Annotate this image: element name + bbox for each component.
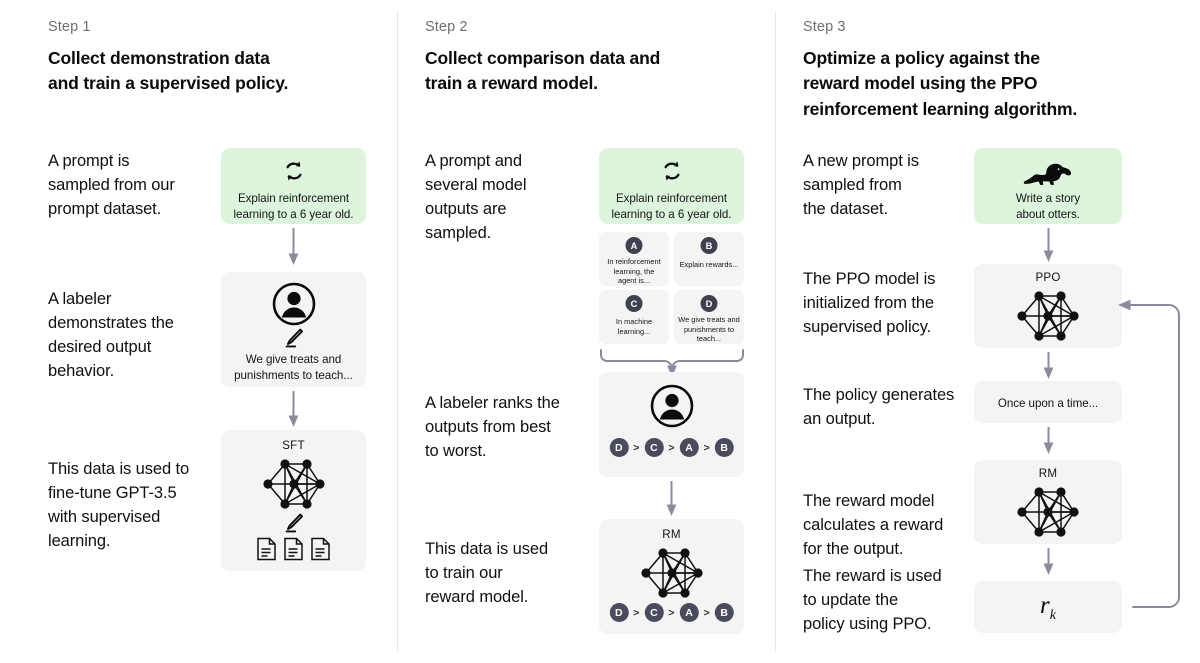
pencil-icon <box>283 512 305 534</box>
neural-net-icon <box>636 545 708 601</box>
documents-icon <box>255 536 333 562</box>
step-2-desc-2: A labeler ranks the outputs from best to… <box>425 394 560 460</box>
rank-gt: > <box>703 606 710 619</box>
option-text-d: We give treats and punishments to teach.… <box>678 315 740 344</box>
reward-subscript: k <box>1049 608 1056 623</box>
merge-brace-arrow-icon <box>599 346 745 378</box>
rank-gt: > <box>703 441 710 454</box>
column-divider-1 <box>397 12 398 651</box>
arrow-down-icon <box>287 228 300 266</box>
refresh-icon <box>282 159 306 183</box>
rank-gt: > <box>633 606 640 619</box>
step-1-title: Collect demonstration data and train a s… <box>48 48 289 94</box>
step-2-column: Step 2 Collect comparison data and train… <box>397 0 775 663</box>
neural-net-icon <box>1012 484 1084 540</box>
arrow-down-icon <box>1042 228 1055 263</box>
arrow-down-icon <box>1042 352 1055 380</box>
arrow-down-icon <box>287 391 300 428</box>
step-3-desc-1: A new prompt is sampled from the dataset… <box>803 152 919 218</box>
step-3-desc-4: The reward model calculates a reward for… <box>803 466 988 562</box>
rank-item-4: B <box>714 603 734 622</box>
rank-item-3: A <box>679 603 699 622</box>
rank-item-3: A <box>679 438 699 457</box>
otter-icon <box>1022 160 1074 186</box>
step-1-desc-1: A prompt is sampled from our prompt data… <box>48 152 175 218</box>
step-1-labeler-card[interactable]: We give treats and punishments to teach.… <box>221 272 366 387</box>
step-2-desc-3: This data is used to train our reward mo… <box>425 540 549 606</box>
step-3-title: Optimize a policy against the reward mod… <box>803 48 1078 119</box>
step-3-output-text: Once upon a time... <box>997 397 1099 410</box>
pencil-icon <box>283 327 305 349</box>
rank-item-1: D <box>609 603 629 622</box>
step-3-reward-card[interactable]: rk <box>974 581 1122 633</box>
rank-gt: > <box>633 441 640 454</box>
rank-item-2: C <box>644 438 664 457</box>
step-3-label: Step 3 <box>803 19 846 35</box>
rank-gt: > <box>668 606 675 619</box>
column-divider-2 <box>775 12 776 651</box>
step-2-prompt-text: Explain reinforcement learning to a 6 ye… <box>611 192 732 221</box>
step-3-rm-card[interactable]: RM <box>974 460 1122 544</box>
step-1-labeler-text: We give treats and punishments to teach.… <box>234 353 353 382</box>
step-1-desc-3: This data is used to fine-tune GPT-3.5 w… <box>48 460 190 550</box>
step-1-label: Step 1 <box>48 19 91 35</box>
arrow-down-icon <box>665 481 678 517</box>
step-2-rm-caption: RM <box>662 528 681 541</box>
step-2-label: Step 2 <box>425 19 468 35</box>
step-2-desc-1: A prompt and several model outputs are s… <box>425 152 527 242</box>
step-3-ppo-card[interactable]: PPO <box>974 264 1122 348</box>
arrow-down-icon <box>1042 548 1055 576</box>
refresh-icon <box>660 159 684 183</box>
rank-gt: > <box>668 441 675 454</box>
step-3-rm-caption: RM <box>1038 467 1058 480</box>
step-2-prompt-card[interactable]: Explain reinforcement learning to a 6 ye… <box>599 148 744 224</box>
step-1-prompt-card[interactable]: Explain reinforcement learning to a 6 ye… <box>221 148 366 224</box>
option-badge-b: B <box>700 237 718 254</box>
step-3-desc-4-text: The reward model calculates a reward for… <box>803 491 944 558</box>
step-3-ppo-caption: PPO <box>1035 271 1061 284</box>
step-2-rm-card[interactable]: RM <box>599 519 744 634</box>
step-3-prompt-text: Write a story about otters. <box>1015 192 1081 221</box>
reward-r: r <box>1040 592 1050 619</box>
ranking-row: D > C > A > B <box>609 438 734 457</box>
step-1-sft-card[interactable]: SFT <box>221 430 366 571</box>
rank-item-2: C <box>644 603 664 622</box>
step-1-desc-2: A labeler demonstrates the desired outpu… <box>48 290 174 380</box>
arrow-down-icon <box>1042 427 1055 455</box>
option-badge-a: A <box>625 237 643 254</box>
person-circle-icon <box>272 282 316 326</box>
step-1-prompt-text: Explain reinforcement learning to a 6 ye… <box>233 192 354 221</box>
output-option-a[interactable]: A In reinforcement learning, the agent i… <box>599 232 669 286</box>
step-3-prompt-card[interactable]: Write a story about otters. <box>974 148 1122 224</box>
reward-symbol: rk <box>974 592 1122 624</box>
step-1-sft-caption: SFT <box>282 439 305 452</box>
step-3-desc-5: The reward is used to update the policy … <box>803 567 942 633</box>
option-text-a: In reinforcement learning, the agent is.… <box>607 257 661 286</box>
step-3-desc-3: The policy generates an output. <box>803 386 955 428</box>
step-3-desc-2: The PPO model is initialized from the su… <box>803 270 936 336</box>
rank-item-1: D <box>609 438 629 457</box>
feedback-loop-arrow-icon <box>1115 290 1190 615</box>
step-2-title: Collect comparison data and train a rewa… <box>425 48 661 94</box>
option-text-b: Explain rewards... <box>679 260 739 269</box>
neural-net-icon <box>258 456 330 512</box>
rank-item-4: B <box>714 438 734 457</box>
output-option-d[interactable]: D We give treats and punishments to teac… <box>674 290 744 344</box>
output-option-b[interactable]: B Explain rewards... <box>674 232 744 286</box>
step-2-ranking-card[interactable]: D > C > A > B <box>599 372 744 477</box>
neural-net-icon <box>1012 288 1084 344</box>
option-text-c: In machine learning... <box>615 317 653 336</box>
ranking-row: D > C > A > B <box>609 603 734 622</box>
step-3-column: Step 3 Optimize a policy against the rew… <box>775 0 1200 663</box>
step-3-output-card[interactable]: Once upon a time... <box>974 381 1122 423</box>
option-badge-c: C <box>625 295 643 312</box>
option-badge-d: D <box>700 295 718 312</box>
person-circle-icon <box>650 384 694 428</box>
step-1-column: Step 1 Collect demonstration data and tr… <box>0 0 397 663</box>
output-option-c[interactable]: C In machine learning... <box>599 290 669 344</box>
